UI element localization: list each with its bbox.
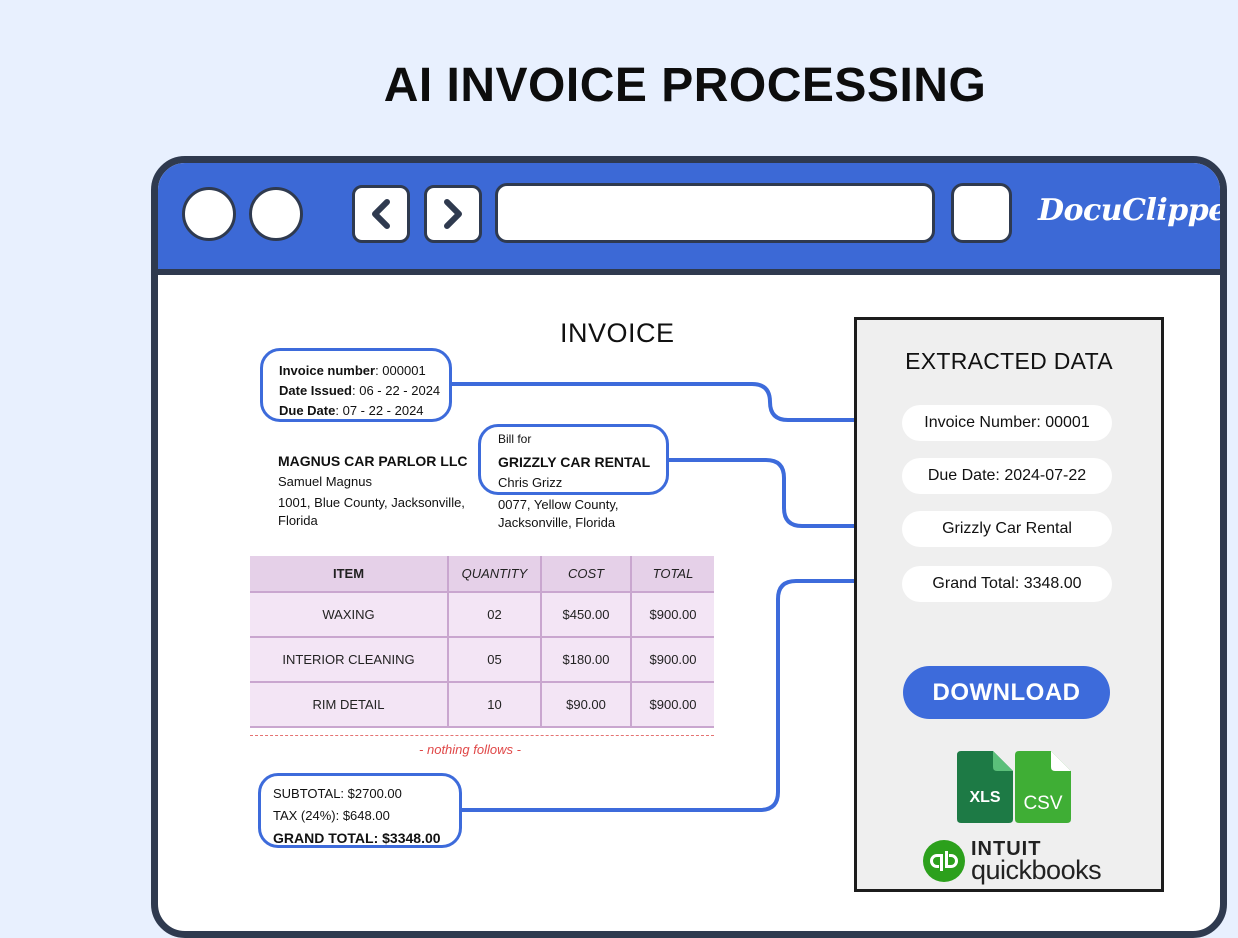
toolbar-square-button[interactable] [951, 183, 1012, 243]
seller-address-line2: Florida [278, 513, 318, 528]
download-button[interactable]: DOWNLOAD [903, 666, 1110, 719]
chevron-right-icon [444, 199, 462, 229]
qb-mark-icon [930, 851, 958, 871]
cell-cost: $450.00 [541, 592, 632, 638]
seller-company: MAGNUS CAR PARLOR LLC [278, 453, 468, 469]
column-header-cost: COST [541, 556, 632, 593]
divider [250, 735, 714, 736]
window-control-circle-2[interactable] [249, 187, 303, 241]
grand-total-line: GRAND TOTAL: $3348.00 [273, 830, 441, 846]
cell-total: $900.00 [631, 592, 714, 638]
back-button[interactable] [352, 185, 410, 243]
column-header-quantity: QUANTITY [448, 556, 542, 593]
cell-total: $900.00 [631, 637, 714, 683]
address-bar[interactable] [495, 183, 935, 243]
csv-label: CSV [1023, 793, 1063, 814]
page-title: AI INVOICE PROCESSING [383, 59, 987, 112]
quickbooks-logo[interactable]: INTUIT quickbooks [923, 838, 1103, 888]
column-header-item: ITEM [250, 556, 449, 593]
quickbooks-wordmark: quickbooks [971, 855, 1102, 885]
table-row: RIM DETAIL 10 $90.00 $900.00 [250, 682, 714, 728]
invoice-items-table: ITEM QUANTITY COST TOTAL WAXING 02 $450.… [250, 556, 714, 728]
bill-for-box: Bill for GRIZZLY CAR RENTAL Chris Grizz [478, 424, 669, 495]
docuclipper-logo: DocuClipper [1038, 193, 1227, 228]
seller-person: Samuel Magnus [278, 474, 372, 489]
subtotal-line: SUBTOTAL: $2700.00 [273, 786, 402, 801]
cell-item: RIM DETAIL [250, 682, 449, 728]
file-shape-icon [1015, 751, 1071, 823]
cell-quantity: 02 [448, 592, 542, 638]
invoice-meta-box: Invoice number: 000001 Date Issued: 06 -… [260, 348, 452, 422]
buyer-address-line2: Jacksonville, Florida [498, 515, 616, 530]
cell-quantity: 10 [448, 682, 542, 728]
chevron-left-icon [372, 199, 390, 229]
due-date-label: Due Date [279, 403, 336, 418]
extracted-field-customer: Grizzly Car Rental [902, 511, 1112, 547]
buyer-address-line1: 0077, Yellow County, [498, 497, 619, 512]
extracted-data-panel: EXTRACTED DATA Invoice Number: 00001 Due… [854, 317, 1164, 892]
tax-line: TAX (24%): $648.00 [273, 808, 390, 823]
browser-toolbar: DocuClipper [158, 163, 1220, 275]
date-issued-label: Date Issued [279, 383, 352, 398]
forward-button[interactable] [424, 185, 482, 243]
buyer-person: Chris Grizz [498, 475, 563, 490]
cell-item: WAXING [250, 592, 449, 638]
seller-block: MAGNUS CAR PARLOR LLC Samuel Magnus 1001… [278, 450, 468, 530]
cell-quantity: 05 [448, 637, 542, 683]
extracted-field-invoice-number: Invoice Number: 00001 [902, 405, 1112, 441]
cell-total: $900.00 [631, 682, 714, 728]
invoice-number-line: Invoice number: 000001 [279, 361, 449, 381]
buyer-address: 0077, Yellow County, Jacksonville, Flori… [498, 496, 618, 532]
totals-box: SUBTOTAL: $2700.00 TAX (24%): $648.00 GR… [258, 773, 462, 848]
nothing-follows-note: - nothing follows - [419, 742, 521, 757]
due-date-line: Due Date: 07 - 22 - 2024 [279, 401, 449, 421]
table-row: INTERIOR CLEANING 05 $180.00 $900.00 [250, 637, 714, 683]
cell-item: INTERIOR CLEANING [250, 637, 449, 683]
file-shape-icon [957, 751, 1013, 823]
intuit-wordmark: INTUIT [971, 838, 1042, 860]
seller-address-line1: 1001, Blue County, Jacksonville, [278, 495, 465, 510]
cell-cost: $90.00 [541, 682, 632, 728]
invoice-number-value: : 000001 [375, 363, 426, 378]
xls-file-icon[interactable]: XLS [957, 751, 1013, 823]
csv-file-icon[interactable]: CSV [1015, 751, 1071, 823]
invoice-heading: INVOICE [560, 318, 675, 348]
bill-for-label: Bill for [498, 432, 532, 446]
window-control-circle-1[interactable] [182, 187, 236, 241]
extracted-field-grand-total: Grand Total: 3348.00 [902, 566, 1112, 602]
quickbooks-icon [923, 840, 965, 882]
cell-cost: $180.00 [541, 637, 632, 683]
xls-label: XLS [969, 789, 1001, 806]
table-row: WAXING 02 $450.00 $900.00 [250, 592, 714, 638]
date-issued-line: Date Issued: 06 - 22 - 2024 [279, 381, 449, 401]
invoice-number-label: Invoice number [279, 363, 376, 378]
date-issued-value: : 06 - 22 - 2024 [351, 383, 441, 398]
buyer-company: GRIZZLY CAR RENTAL [498, 454, 651, 470]
extracted-field-due-date: Due Date: 2024-07-22 [902, 458, 1112, 494]
table-header-row: ITEM QUANTITY COST TOTAL [250, 556, 714, 593]
extracted-data-title: EXTRACTED DATA [905, 348, 1113, 374]
column-header-total: TOTAL [631, 556, 714, 593]
due-date-value: : 07 - 22 - 2024 [335, 403, 424, 418]
